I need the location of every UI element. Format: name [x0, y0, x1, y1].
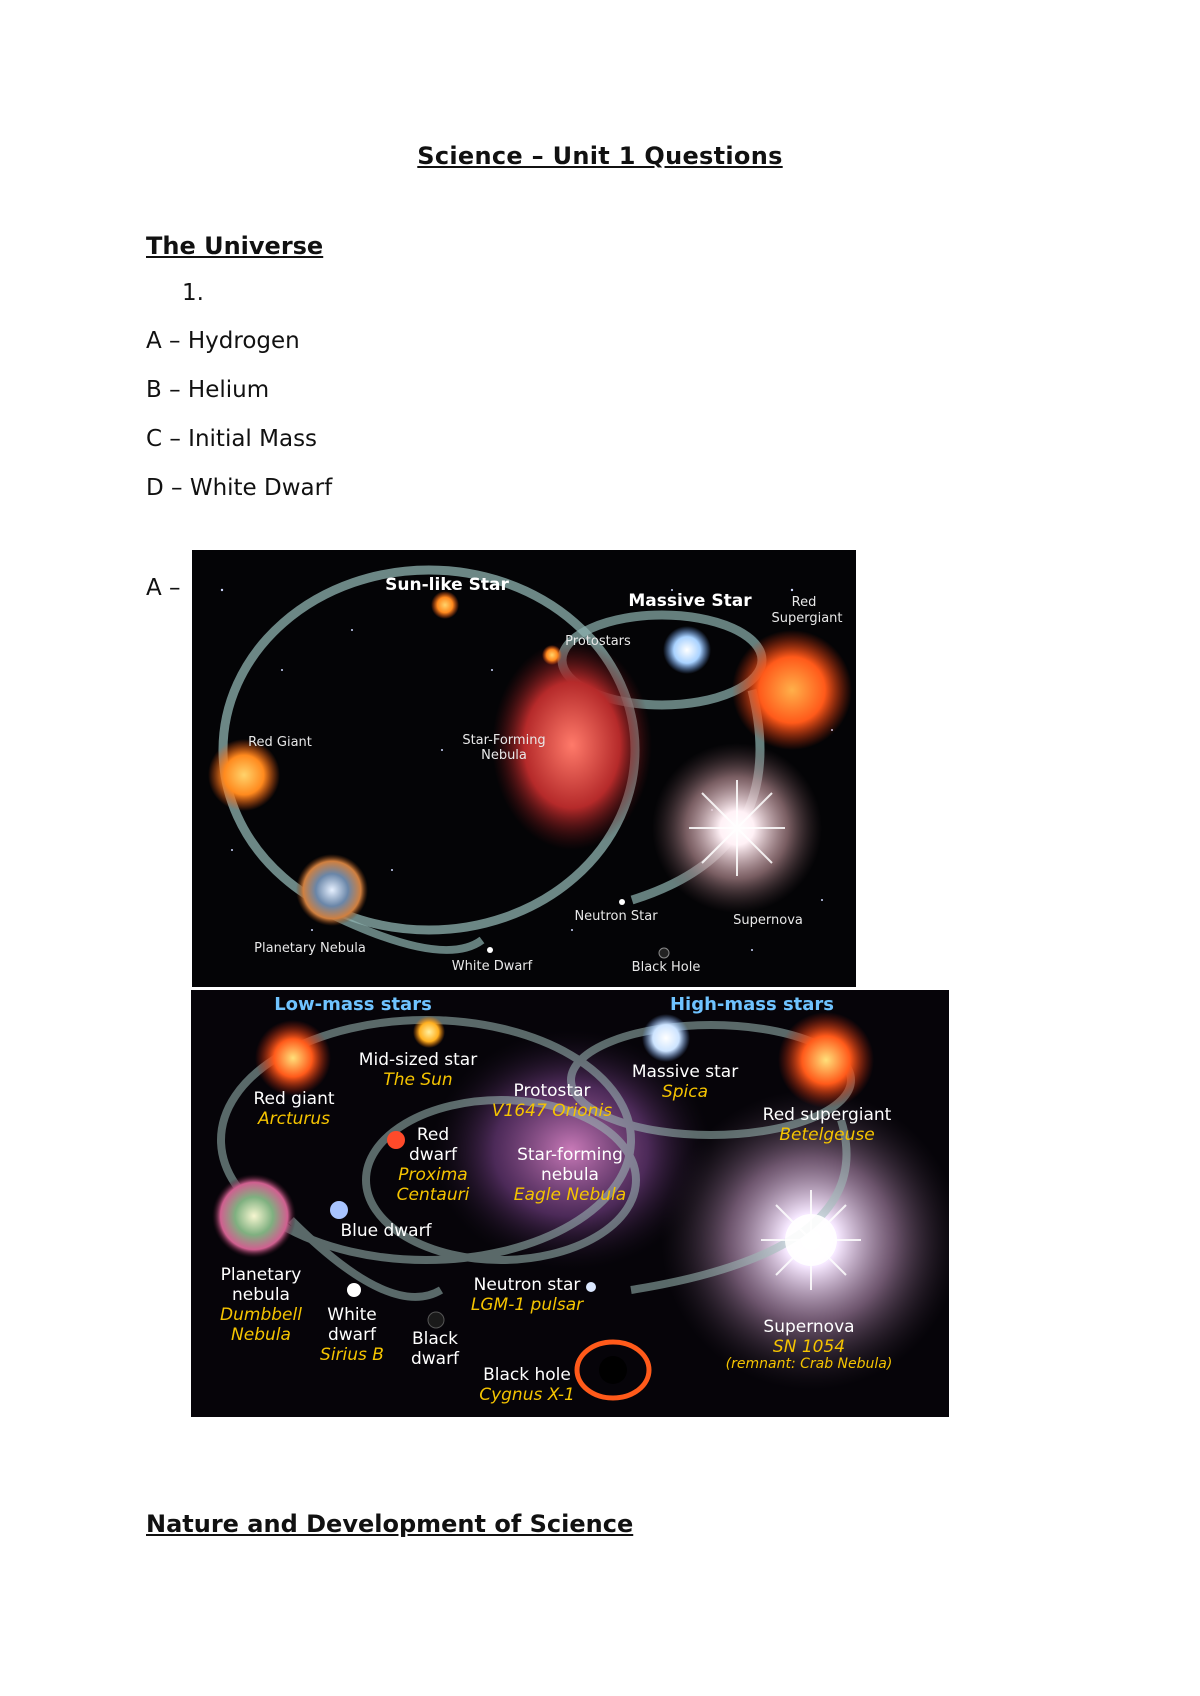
page-title: Science – Unit 1 Questions — [417, 142, 783, 170]
label-supernova-bottom: Supernova — [763, 1317, 854, 1337]
label-crab-nebula-remnant: (remnant: Crab Nebula) — [726, 1356, 893, 1372]
sun-image — [413, 1016, 445, 1048]
label-red-dwarf-line2: dwarf — [409, 1145, 458, 1165]
label-black-dwarf-line2: dwarf — [411, 1349, 460, 1369]
star-forming-nebula-image — [492, 640, 652, 850]
label-red-giant-bottom: Red giant — [253, 1089, 334, 1109]
label-star-forming-bottom-line2: nebula — [541, 1165, 599, 1185]
massive-star-image — [663, 626, 711, 674]
label-low-mass-stars: Low-mass stars — [274, 994, 432, 1015]
supernova-rays — [689, 780, 785, 876]
label-star-forming-bottom-line1: Star-forming — [517, 1145, 623, 1165]
label-white-dwarf-line2: dwarf — [328, 1325, 377, 1345]
label-blue-dwarf: Blue dwarf — [340, 1221, 432, 1241]
label-spica: Spica — [662, 1082, 708, 1102]
label-massive-star: Massive Star — [628, 591, 752, 611]
label-planetary-nebula-line2: nebula — [232, 1285, 290, 1305]
answer-b: B – Helium — [146, 377, 270, 403]
planetary-nebula-image — [296, 854, 368, 926]
answer-a-prefix: A – — [146, 575, 181, 601]
label-sn-1054: SN 1054 — [773, 1337, 845, 1357]
label-protostar: Protostar — [514, 1081, 591, 1101]
answer-a: A – Hydrogen — [146, 328, 300, 354]
spica-image — [642, 1014, 690, 1062]
label-white-dwarf: White Dwarf — [452, 959, 533, 974]
label-sirius-b: Sirius B — [320, 1345, 384, 1365]
answer-c: C – Initial Mass — [146, 426, 318, 452]
label-star-forming-line1: Star-Forming — [462, 733, 545, 748]
red-supergiant-image — [732, 630, 852, 750]
label-mid-sized-star: Mid-sized star — [359, 1050, 477, 1070]
neutron-star-image-bottom — [586, 1282, 596, 1292]
stellar-lifecycle-diagram-bottom: Low-mass stars High-mass stars Mid-sized… — [191, 990, 949, 1417]
label-black-hole-bottom: Black hole — [483, 1365, 571, 1385]
label-sun-like-star: Sun-like Star — [385, 575, 509, 595]
white-dwarf-image — [487, 947, 493, 953]
label-proxima-line1: Proxima — [398, 1165, 467, 1185]
black-hole-image — [658, 947, 670, 959]
black-hole-cygnus-image — [574, 1339, 652, 1401]
blue-dwarf-image — [330, 1201, 348, 1219]
label-high-mass-stars: High-mass stars — [670, 994, 834, 1015]
section-heading-universe: The Universe — [146, 232, 324, 260]
label-black-dwarf-line1: Black — [412, 1329, 458, 1349]
red-giant-arcturus-image — [255, 1020, 331, 1096]
label-red-dwarf-line1: Red — [417, 1125, 449, 1145]
question-number: 1. — [182, 280, 204, 306]
label-v1647-orionis: V1647 Orionis — [492, 1101, 612, 1121]
dumbbell-nebula-image — [212, 1174, 296, 1258]
protostar-image — [542, 645, 562, 665]
red-dwarf-image — [387, 1131, 405, 1149]
label-proxima-line2: Centauri — [397, 1185, 470, 1205]
label-the-sun: The Sun — [383, 1070, 452, 1090]
label-arcturus: Arcturus — [257, 1109, 330, 1129]
neutron-star-image — [619, 899, 625, 905]
label-planetary-nebula-line1: Planetary — [221, 1265, 302, 1285]
label-red-supergiant-bottom: Red supergiant — [763, 1105, 892, 1125]
label-planetary-nebula: Planetary Nebula — [254, 941, 366, 956]
label-red-supergiant-line1: Red — [792, 595, 817, 610]
label-massive-star-bottom: Massive star — [632, 1062, 738, 1082]
label-red-supergiant-line2: Supergiant — [771, 611, 842, 626]
label-star-forming-line2: Nebula — [481, 748, 527, 763]
label-cygnus-x-1: Cygnus X-1 — [479, 1385, 575, 1405]
answer-d: D – White Dwarf — [146, 475, 333, 501]
betelgeuse-image — [778, 1012, 874, 1108]
sun-like-star-image — [431, 591, 459, 619]
stellar-lifecycle-diagram-top: Sun-like Star Massive Star Red Supergian… — [192, 550, 856, 987]
label-neutron-star-bottom: Neutron star — [474, 1275, 581, 1295]
label-lgm-1-pulsar: LGM-1 pulsar — [471, 1295, 584, 1315]
label-white-dwarf-line1: White — [327, 1305, 376, 1325]
section-heading-nature-development: Nature and Development of Science — [146, 1510, 634, 1538]
label-dumbbell-line1: Dumbbell — [220, 1305, 302, 1325]
white-dwarf-sirius-image — [347, 1283, 361, 1297]
label-black-hole: Black Hole — [632, 960, 701, 975]
label-red-giant: Red Giant — [248, 735, 312, 750]
red-giant-image — [208, 739, 280, 811]
label-protostars: Protostars — [565, 634, 631, 649]
label-betelgeuse: Betelgeuse — [779, 1125, 874, 1145]
nebula-glow — [431, 1030, 711, 1270]
label-dumbbell-line2: Nebula — [231, 1325, 291, 1345]
label-supernova: Supernova — [733, 913, 803, 928]
black-dwarf-image — [427, 1311, 445, 1329]
supernova-rays-bottom — [761, 1190, 861, 1290]
label-neutron-star: Neutron Star — [574, 909, 658, 924]
label-eagle-nebula: Eagle Nebula — [514, 1185, 626, 1205]
